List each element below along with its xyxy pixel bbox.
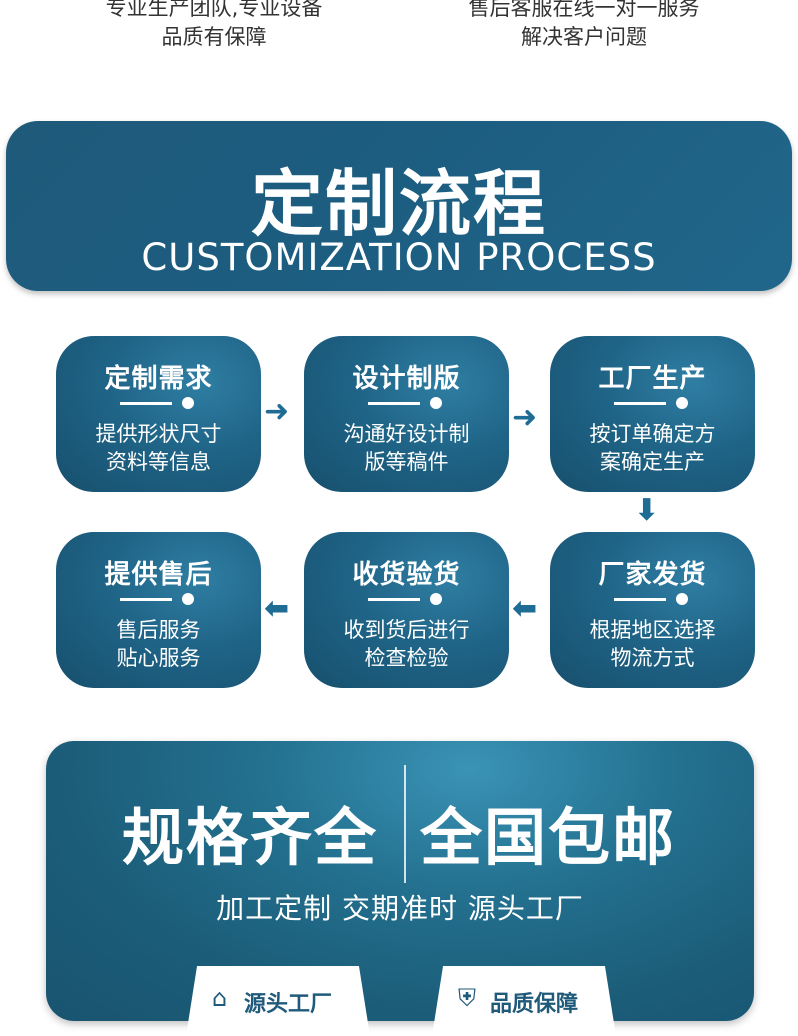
arrow-down-icon: ⬇ [634, 493, 660, 528]
step-description: 售后服务 贴心服务 [64, 616, 253, 672]
step-desc-line2: 案确定生产 [600, 450, 705, 474]
step-desc-line1: 收到货后进行 [343, 618, 470, 642]
step-description: 按订单确定方 案确定生产 [558, 420, 747, 476]
step-desc-line1: 售后服务 [116, 618, 201, 642]
step-divider [120, 402, 172, 405]
step-design: 设计制版 沟通好设计制 版等稿件 [304, 336, 509, 492]
step-description: 根据地区选择 物流方式 [558, 616, 747, 672]
shield-icon: ⛨ [458, 984, 476, 1012]
step-factory-production: 工厂生产 按订单确定方 案确定生产 [550, 336, 755, 492]
step-description: 沟通好设计制 版等稿件 [312, 420, 501, 476]
top-note-production-line1: 专业生产团队,专业设备 [105, 0, 323, 20]
step-dot [676, 397, 688, 409]
top-note-service-line1: 售后客服在线一对一服务 [468, 0, 700, 20]
step-desc-line1: 按订单确定方 [589, 422, 716, 446]
step-shipping: 厂家发货 根据地区选择 物流方式 [550, 532, 755, 688]
step-desc-line1: 沟通好设计制 [343, 422, 470, 446]
step-desc-line2: 版等稿件 [364, 450, 449, 474]
banner-subtitle: CUSTOMIZATION PROCESS [141, 236, 657, 279]
step-dot [430, 593, 442, 605]
step-title: 提供售后 [104, 560, 213, 590]
process-banner [6, 121, 792, 291]
step-divider [614, 402, 666, 405]
tag-quality-assurance: ⛨ 品质保障 [432, 966, 616, 1036]
tag-label: 品质保障 [490, 992, 579, 1017]
step-title: 厂家发货 [598, 560, 707, 590]
feature-slogan: 加工定制 交期准时 源头工厂 [216, 892, 584, 925]
arrow-left-icon: ⬅ [264, 591, 290, 626]
feature-divider [404, 765, 406, 883]
top-note-service: 售后客服在线一对一服务 解决客户问题 [434, 0, 734, 52]
step-divider [368, 598, 420, 601]
top-note-production: 专业生产团队,专业设备 品质有保障 [64, 0, 364, 52]
step-desc-line2: 物流方式 [610, 646, 695, 670]
arrow-right-icon: ➜ [264, 394, 290, 429]
feature-heading-full-specs: 规格齐全 [122, 801, 379, 874]
banner-title: 定制流程 [250, 162, 547, 246]
step-description: 提供形状尺寸 资料等信息 [64, 420, 253, 476]
step-after-sales: 提供售后 售后服务 贴心服务 [56, 532, 261, 688]
tag-source-factory: ⌂ 源头工厂 [186, 966, 370, 1036]
step-desc-line2: 资料等信息 [106, 450, 211, 474]
top-note-service-line2: 解决客户问题 [521, 25, 647, 49]
tag-label: 源头工厂 [244, 992, 333, 1017]
step-title: 收货验货 [352, 560, 461, 590]
step-divider [614, 598, 666, 601]
step-dot [676, 593, 688, 605]
step-dot [430, 397, 442, 409]
step-title: 设计制版 [352, 364, 461, 394]
step-custom-requirement: 定制需求 提供形状尺寸 资料等信息 [56, 336, 261, 492]
step-description: 收到货后进行 检查检验 [312, 616, 501, 672]
step-dot [182, 397, 194, 409]
feature-panel: 规格齐全 全国包邮 加工定制 交期准时 源头工厂 ⌂ 源头工厂 ⛨ 品质保障 [46, 741, 754, 1036]
step-desc-line2: 贴心服务 [116, 646, 201, 670]
step-inspection: 收货验货 收到货后进行 检查检验 [304, 532, 509, 688]
top-note-production-line2: 品质有保障 [161, 25, 267, 49]
step-desc-line1: 根据地区选择 [589, 618, 716, 642]
house-icon: ⌂ [212, 984, 228, 1012]
arrow-right-icon: ➜ [512, 400, 538, 435]
step-divider [120, 598, 172, 601]
step-divider [368, 402, 420, 405]
feature-heading-free-shipping: 全国包邮 [420, 801, 677, 874]
arrow-left-icon: ⬅ [512, 591, 538, 626]
step-dot [182, 593, 194, 605]
step-title: 定制需求 [104, 364, 213, 394]
step-desc-line1: 提供形状尺寸 [95, 422, 222, 446]
step-title: 工厂生产 [598, 364, 707, 394]
step-desc-line2: 检查检验 [364, 646, 449, 670]
